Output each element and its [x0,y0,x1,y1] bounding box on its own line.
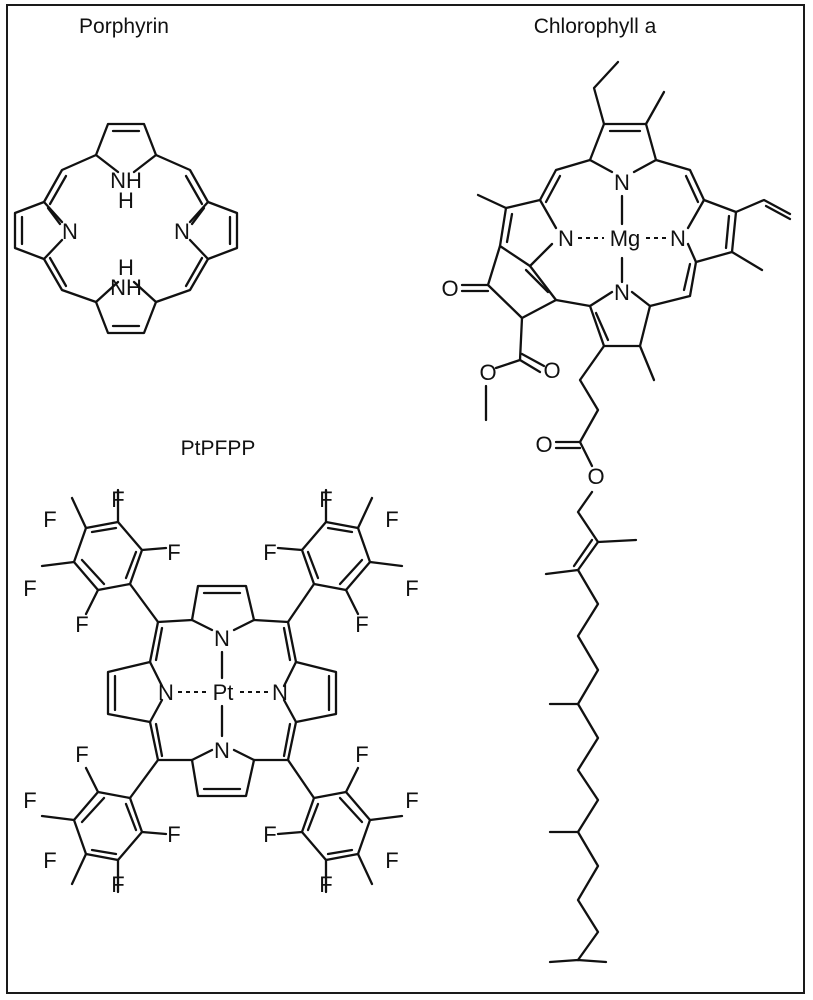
f-br-2: F [405,788,418,813]
f-bl-4: F [43,848,56,873]
f-br-3: F [263,822,276,847]
f-tr-2: F [385,507,398,532]
chlorophyll-left-n: N [558,226,574,251]
f-bl-3: F [167,822,180,847]
chlorophyll-bottom-n: N [614,280,630,305]
ptpfpp-pt: Pt [213,680,234,705]
f-tr-3: F [263,540,276,565]
ptpfpp-bottom-n: N [214,738,230,763]
chlorophyll-ketone-o: O [441,276,458,301]
porphyrin-right-n: N [174,219,190,244]
porphyrin-bottom-nh: NH [110,275,142,300]
f-tr-1: F [319,487,332,512]
f-tr-4: F [405,576,418,601]
chlorophyll-top-n: N [614,170,630,195]
porphyrin-left-n: N [62,219,78,244]
ptpfpp-left-n: N [158,680,174,705]
chlorophyll-propionate-o2: O [587,464,604,489]
f-bl-1: F [75,742,88,767]
f-bl-2: F [23,788,36,813]
f-tl-4: F [23,576,36,601]
f-tl-3: F [167,540,180,565]
f-br-5: F [319,872,332,897]
f-tr-5: F [355,612,368,637]
chlorophyll-propionate-o1: O [535,432,552,457]
ptpfpp-title: PtPFPP [181,437,256,460]
f-bl-5: F [111,872,124,897]
chlorophyll-right-n: N [670,226,686,251]
f-tl-1: F [43,507,56,532]
porphyrin-top-nh: NH [110,168,142,193]
porphyrin-structure: NH H H NH N N [13,122,239,335]
chlorophyll-title: Chlorophyll a [534,15,657,38]
f-tl-2: F [111,487,124,512]
f-tl-5: F [75,612,88,637]
ptpfpp-top-n: N [214,626,230,651]
chlorophyll-structure: O O O O O N [441,60,792,964]
porphyrin-top-h: H [118,188,134,213]
f-br-4: F [385,848,398,873]
chlorophyll-mg: Mg [610,226,641,251]
chlorophyll-ester-o2: O [479,360,496,385]
porphyrin-title: Porphyrin [79,15,169,38]
ptpfpp-right-n: N [272,680,288,705]
ptpfpp-structure: N N Pt N N F F F F F F F F F F [23,487,418,897]
porphyrin-bottom-h: H [118,255,134,280]
chlorophyll-ester-o1: O [543,358,560,383]
f-br-1: F [355,742,368,767]
